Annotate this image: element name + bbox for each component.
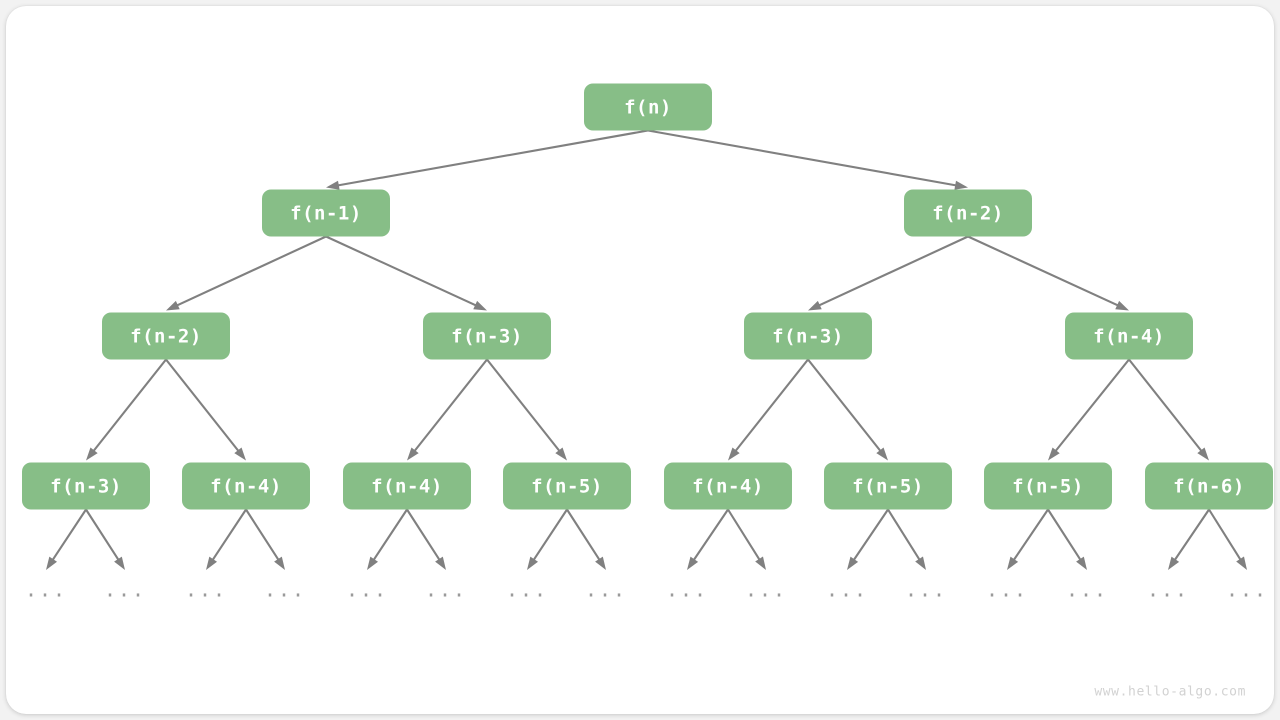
edge-n3-to-n7 [86, 358, 167, 461]
tree-node-n12[interactable]: f(n-5) [824, 462, 952, 510]
node-label: f(n-4) [1093, 326, 1165, 348]
ellipsis-marker: ... [425, 578, 467, 602]
node-label: f(n-2) [130, 326, 202, 348]
node-label: f(n-4) [210, 476, 282, 498]
node-box [423, 312, 551, 360]
node-label: f(n-3) [50, 476, 122, 498]
edge-n1-to-n4 [325, 235, 487, 311]
edges-layer [46, 129, 1247, 570]
node-box [182, 462, 310, 510]
node-box [664, 462, 792, 510]
node-label: f(n-3) [451, 326, 523, 348]
edge-n2-to-n5 [808, 235, 969, 311]
ellipsis-marker: ... [104, 578, 146, 602]
ellipsis-marker: ... [1066, 578, 1108, 602]
ellipsis-marker: ... [346, 578, 388, 602]
edge-n4-to-n10 [486, 358, 567, 461]
tree-node-n13[interactable]: f(n-5) [984, 462, 1112, 510]
edge-n7-to-ellipsis-1 [85, 508, 125, 570]
edge-n9-to-ellipsis-5 [406, 508, 446, 570]
edge-n0-to-n1 [326, 129, 649, 190]
edge-n5-to-n11 [728, 358, 809, 461]
ellipsis-marker: ... [986, 578, 1028, 602]
ellipsis-marker: ... [1147, 578, 1189, 602]
edge-n10-to-ellipsis-7 [566, 508, 606, 570]
nodes-layer: f(n) f(n-1) f(n-2) f(n-2) f(n-3) f(n-3) f(n-4)… [22, 83, 1273, 510]
edge-n12-to-ellipsis-10 [847, 508, 889, 570]
tree-node-n10[interactable]: f(n-5) [503, 462, 631, 510]
ellipsis-marker: ... [745, 578, 787, 602]
ellipsis-marker: ... [25, 578, 67, 602]
node-box [984, 462, 1112, 510]
node-label: f(n-5) [1012, 476, 1084, 498]
ellipsis-marker: ... [905, 578, 947, 602]
edge-n12-to-ellipsis-11 [887, 508, 926, 570]
edge-n2-to-n6 [967, 235, 1129, 311]
edge-n7-to-ellipsis-0 [46, 508, 87, 570]
node-label: f(n-2) [932, 203, 1004, 225]
edge-n3-to-n8 [165, 358, 246, 461]
node-label: f(n-5) [531, 476, 603, 498]
tree-node-n7[interactable]: f(n-3) [22, 462, 150, 510]
tree-node-n8[interactable]: f(n-4) [182, 462, 310, 510]
edge-n8-to-ellipsis-3 [245, 508, 285, 570]
edge-n4-to-n9 [407, 358, 488, 461]
edge-n14-to-ellipsis-15 [1208, 508, 1247, 570]
node-box [824, 462, 952, 510]
tree-node-n14[interactable]: f(n-6) [1145, 462, 1273, 510]
edge-n6-to-n14 [1128, 358, 1209, 461]
edge-n5-to-n12 [807, 358, 888, 461]
edge-n10-to-ellipsis-6 [527, 508, 568, 570]
node-box [904, 189, 1032, 237]
tree-node-n1[interactable]: f(n-1) [262, 189, 390, 237]
node-box [22, 462, 150, 510]
node-label: f(n-6) [1173, 476, 1245, 498]
edge-n8-to-ellipsis-2 [206, 508, 247, 570]
node-label: f(n-3) [772, 326, 844, 348]
ellipsis-marker: ... [185, 578, 227, 602]
node-box [584, 83, 712, 131]
tree-node-n3[interactable]: f(n-2) [102, 312, 230, 360]
edge-n13-to-ellipsis-13 [1047, 508, 1087, 570]
ellipsis-marker: ... [264, 578, 306, 602]
node-box [343, 462, 471, 510]
edge-n1-to-n3 [166, 235, 327, 311]
ellipsis-marker: ... [666, 578, 708, 602]
recursion-tree: f(n) f(n-1) f(n-2) f(n-2) f(n-3) f(n-3) f(n-4)… [22, 83, 1273, 700]
edge-n11-to-ellipsis-8 [687, 508, 729, 570]
tree-node-n11[interactable]: f(n-4) [664, 462, 792, 510]
ellipsis-marker: ... [1226, 578, 1268, 602]
node-label: f(n-4) [371, 476, 443, 498]
edge-n6-to-n13 [1048, 358, 1130, 461]
tree-node-n5[interactable]: f(n-3) [744, 312, 872, 360]
ellipsis-marker: ... [826, 578, 868, 602]
node-box [1145, 462, 1273, 510]
ellipsis-marker: ... [506, 578, 548, 602]
tree-node-n0[interactable]: f(n) [584, 83, 712, 131]
node-box [1065, 312, 1193, 360]
edge-n14-to-ellipsis-14 [1168, 508, 1210, 570]
diagram-card: f(n) f(n-1) f(n-2) f(n-2) f(n-3) f(n-3) f(n-4)… [6, 6, 1274, 714]
node-label: f(n) [624, 97, 672, 119]
node-label: f(n-5) [852, 476, 924, 498]
edge-n9-to-ellipsis-4 [367, 508, 408, 570]
tree-node-n9[interactable]: f(n-4) [343, 462, 471, 510]
edge-n13-to-ellipsis-12 [1007, 508, 1049, 570]
node-label: f(n-4) [692, 476, 764, 498]
ellipsis-marker: ... [585, 578, 627, 602]
tree-node-n4[interactable]: f(n-3) [423, 312, 551, 360]
edge-n0-to-n2 [647, 129, 968, 190]
node-box [262, 189, 390, 237]
ellipsis-layer: ........................................… [25, 578, 1268, 602]
node-box [102, 312, 230, 360]
watermark: www.hello-algo.com [1094, 685, 1246, 700]
node-label: f(n-1) [290, 203, 362, 225]
tree-node-n2[interactable]: f(n-2) [904, 189, 1032, 237]
tree-node-n6[interactable]: f(n-4) [1065, 312, 1193, 360]
node-box [744, 312, 872, 360]
node-box [503, 462, 631, 510]
edge-n11-to-ellipsis-9 [727, 508, 766, 570]
